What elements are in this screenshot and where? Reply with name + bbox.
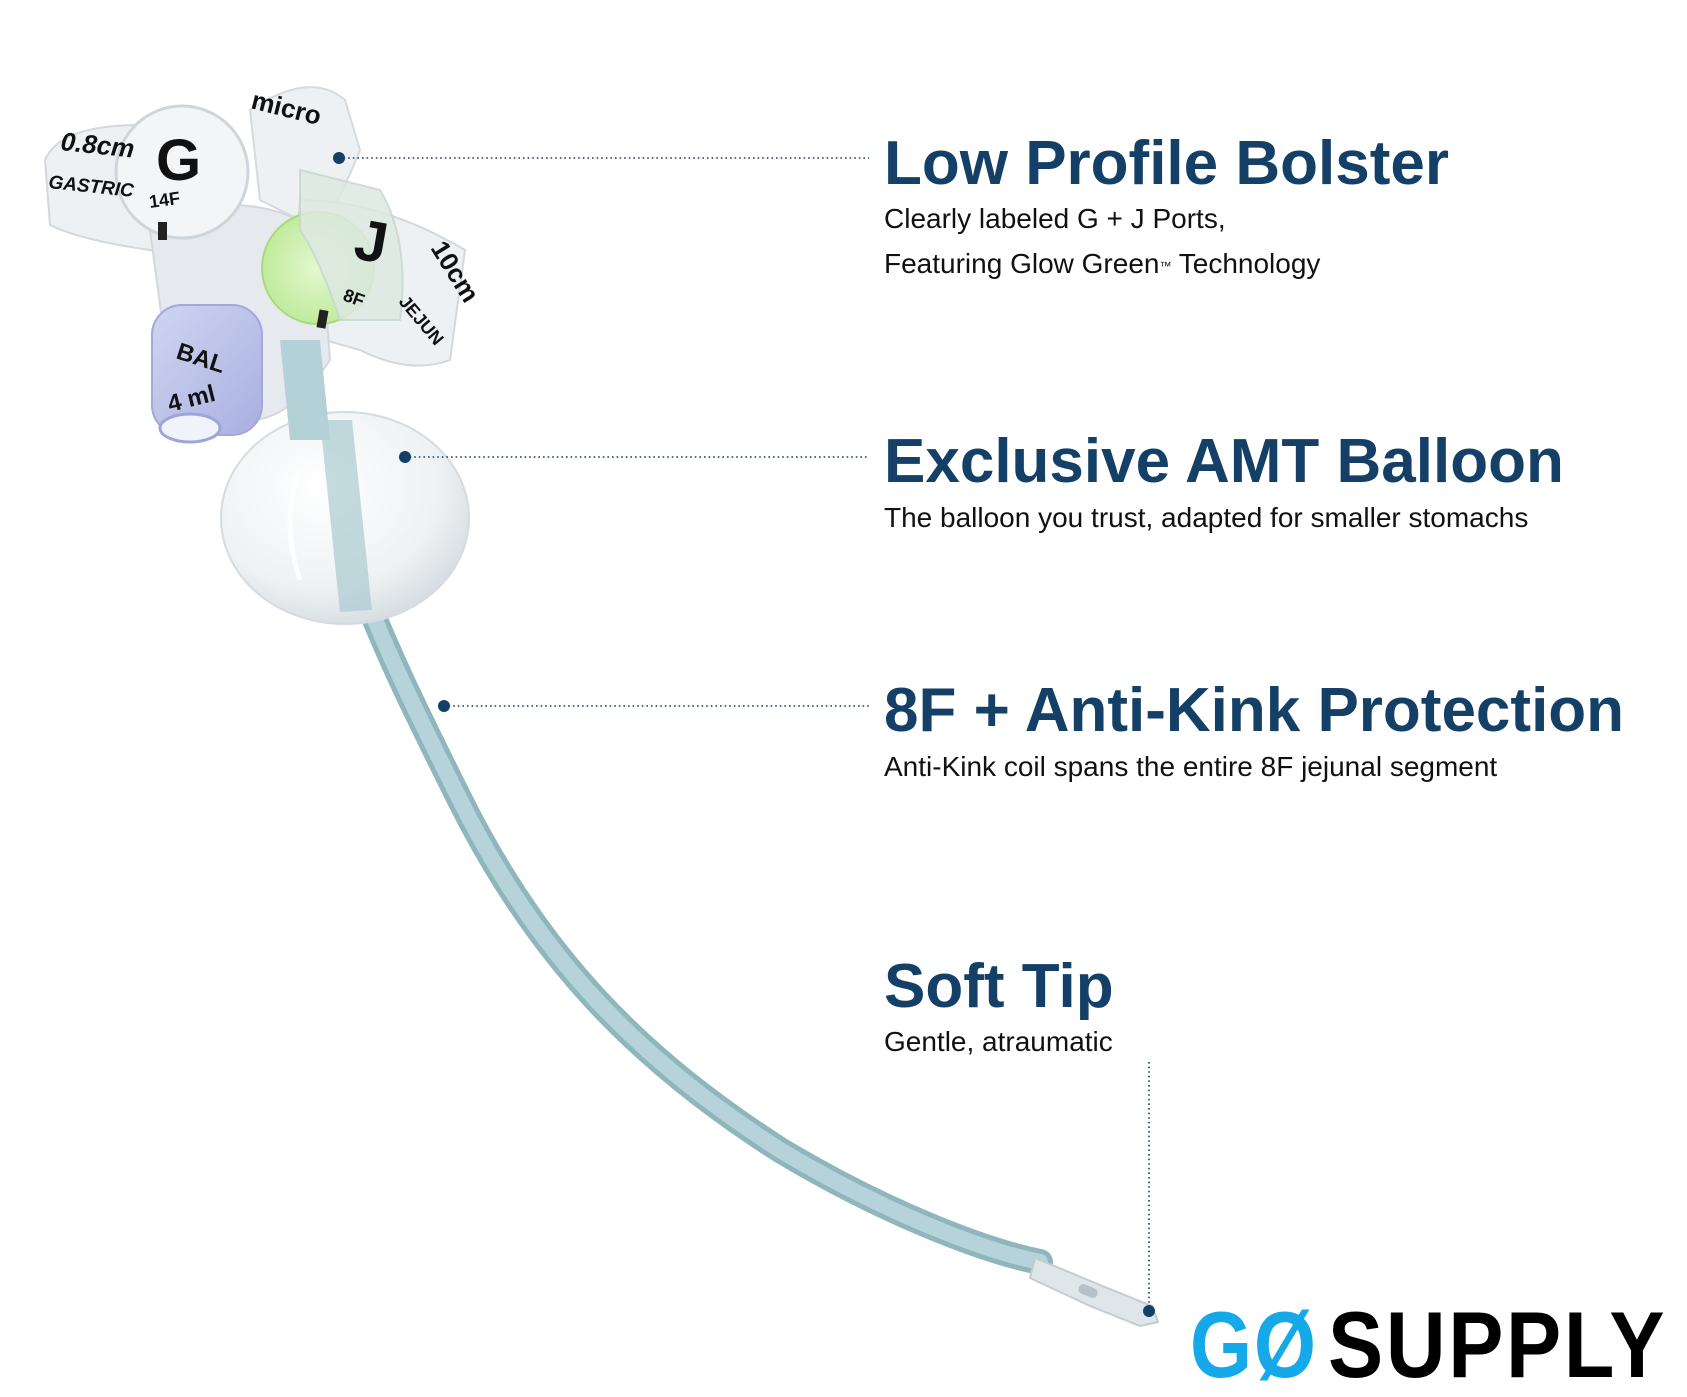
feature-description: Gentle, atraumatic	[884, 1026, 1113, 1057]
balloon	[220, 411, 470, 625]
g-size-label: 14F	[148, 188, 182, 212]
feature-description-part: Featuring Glow Green	[884, 248, 1160, 279]
marker-dot-soft-tip	[1143, 1305, 1155, 1317]
feature-title: 8F + Anti-Kink Protection	[884, 676, 1625, 745]
feature-title: Soft Tip	[884, 952, 1114, 1021]
feature-description: Featuring Glow Green™ Technology	[884, 250, 1320, 278]
feature-title: Low Profile Bolster	[884, 129, 1449, 198]
bolster-hub	[43, 86, 467, 444]
feature-title: Exclusive AMT Balloon	[884, 427, 1564, 496]
g-port-cap	[114, 104, 250, 240]
g-port-letter: G	[156, 128, 201, 193]
marker-dot-bolster	[333, 152, 345, 164]
feature-description: Clearly labeled G + J Ports,	[884, 203, 1226, 234]
marker-dot-balloon	[399, 451, 411, 463]
feature-description-part: Technology	[1178, 248, 1321, 279]
feature-description: The balloon you trust, adapted for small…	[884, 502, 1529, 533]
leader-lines	[339, 157, 1150, 1311]
feeding-tube	[339, 547, 1160, 1328]
feature-description: Anti-Kink coil spans the entire 8F jejun…	[884, 751, 1498, 782]
gosupply-logo: GØ SUPPLY	[1190, 1292, 1687, 1397]
logo-go: GØ	[1190, 1292, 1318, 1397]
marker-dot-antikink	[438, 700, 450, 712]
trademark-symbol: ™	[1159, 259, 1172, 273]
logo-supply: SUPPLY	[1328, 1292, 1668, 1397]
